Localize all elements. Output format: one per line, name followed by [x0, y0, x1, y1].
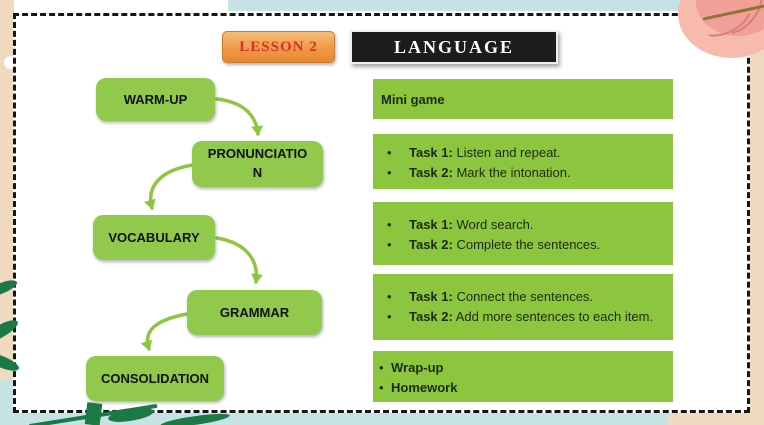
- flow-node-pronunciation: PRONUNCIATION: [192, 141, 323, 187]
- panel-grammar-content: • Task 1: Connect the sentences. • Task …: [373, 274, 673, 340]
- slide-canvas: LESSON 2 LANGUAGE WARM-UP PRONUNCIATION: [13, 13, 750, 413]
- bottom-left-teal-corner: [0, 380, 14, 425]
- flow-node-label: VOCABULARY: [108, 230, 200, 245]
- list-item: • Task 1: Word search.: [387, 215, 667, 235]
- panel-text: Mini game: [381, 91, 445, 107]
- page-title: LANGUAGE: [350, 30, 558, 64]
- task-text: Connect the sentences.: [452, 289, 594, 304]
- task-label: Task 2:: [409, 165, 453, 180]
- flow-node-label: CONSOLIDATION: [100, 371, 210, 386]
- bullet-icon: •: [387, 237, 392, 252]
- flow-node-warm-up: WARM-UP: [96, 78, 215, 121]
- list-item: • Homework: [379, 378, 667, 398]
- flow-node-consolidation: CONSOLIDATION: [86, 356, 224, 401]
- list-item: • Task 1: Connect the sentences.: [387, 287, 667, 307]
- bullet-icon: •: [387, 217, 392, 232]
- right-beige-strip: [747, 0, 764, 425]
- task-label: Task 1:: [409, 217, 453, 232]
- panel-vocabulary-content: • Task 1: Word search. • Task 2: Complet…: [373, 202, 673, 265]
- top-teal-strip: [228, 0, 764, 11]
- task-label: Wrap-up: [391, 360, 444, 375]
- list-item: • Task 2: Add more sentences to each ite…: [387, 307, 667, 327]
- arrow-vocabulary-to-grammar: [215, 236, 264, 284]
- task-label: Task 1:: [409, 289, 453, 304]
- bullet-icon: •: [379, 380, 384, 395]
- panel-pronunciation-content: • Task 1: Listen and repeat. • Task 2: M…: [373, 134, 673, 189]
- arrow-grammar-to-consolidation: [140, 312, 189, 351]
- flow-node-grammar: GRAMMAR: [187, 290, 322, 335]
- task-label: Task 2:: [409, 237, 453, 252]
- flow-node-label: GRAMMAR: [219, 305, 290, 320]
- task-text: Mark the intonation.: [452, 165, 571, 180]
- arrow-warmup-to-pronunciation: [215, 97, 264, 136]
- flow-node-label: WARM-UP: [123, 92, 188, 107]
- bullet-icon: •: [379, 360, 384, 375]
- leaf-stub-icon: [84, 402, 103, 425]
- flow-node-label: PRONUNCIATION: [207, 146, 308, 180]
- task-label: Homework: [391, 380, 458, 395]
- task-label: Task 2:: [409, 309, 453, 324]
- list-item: • Task 2: Complete the sentences.: [387, 235, 667, 255]
- list-item: • Task 1: Listen and repeat.: [387, 143, 667, 163]
- flow-node-vocabulary: VOCABULARY: [93, 215, 215, 260]
- list-item: • Task 2: Mark the intonation.: [387, 163, 667, 183]
- task-text: Complete the sentences.: [452, 237, 601, 252]
- list-item: • Wrap-up: [379, 358, 667, 378]
- task-text: Listen and repeat.: [452, 145, 561, 160]
- task-text: Add more sentences to each item.: [452, 309, 654, 324]
- left-beige-strip: [0, 0, 14, 425]
- bullet-icon: •: [387, 145, 392, 160]
- panel-consolidation-content: • Wrap-up • Homework: [373, 351, 673, 402]
- bullet-icon: •: [387, 309, 392, 324]
- arrow-pronunciation-to-vocabulary: [144, 163, 195, 210]
- panel-warmup-content: Mini game: [373, 79, 673, 119]
- task-text: Word search.: [452, 217, 534, 232]
- bullet-icon: •: [387, 289, 392, 304]
- bullet-icon: •: [387, 165, 392, 180]
- lesson-badge[interactable]: LESSON 2: [222, 31, 335, 63]
- task-label: Task 1:: [409, 145, 453, 160]
